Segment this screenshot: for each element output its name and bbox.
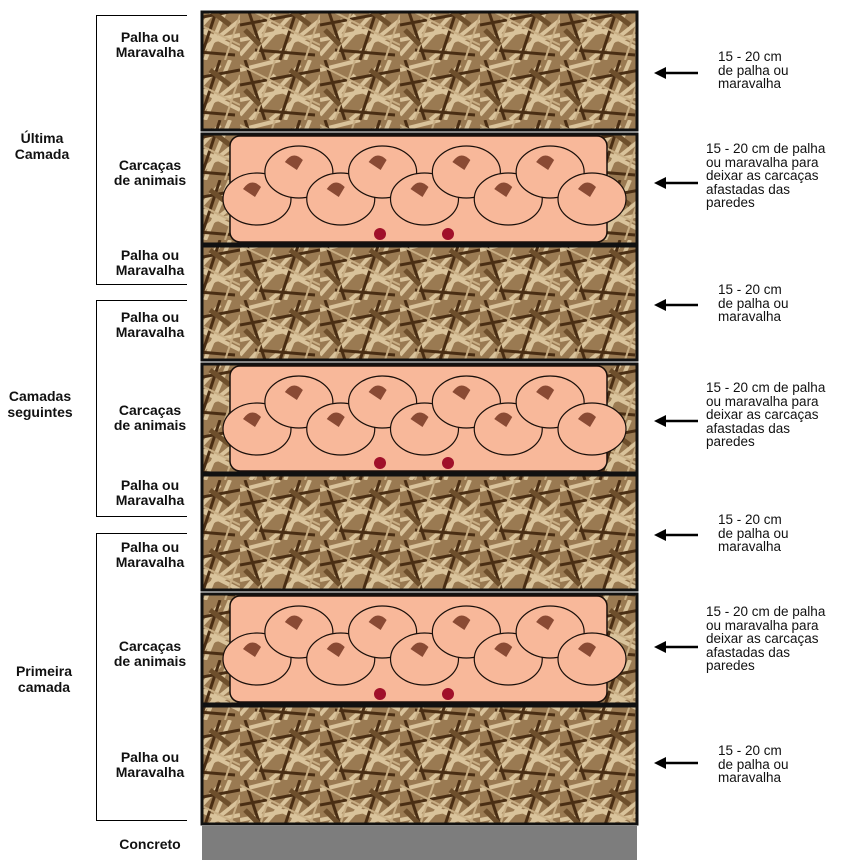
arrow-left-icon bbox=[654, 66, 700, 80]
note-straw-2: 15 - 20 cm de palha ou maravalha bbox=[718, 283, 789, 324]
straw-layer bbox=[202, 12, 637, 130]
note-carcass-1: 15 - 20 cm de palha ou maravalha para de… bbox=[706, 142, 825, 210]
note-straw-1: 15 - 20 cm de palha ou maravalha bbox=[718, 50, 789, 91]
straw-layer bbox=[202, 706, 637, 824]
note-straw-4: 15 - 20 cm de palha ou maravalha bbox=[718, 744, 789, 785]
note-carcass-3: 15 - 20 cm de palha ou maravalha para de… bbox=[706, 605, 825, 673]
bracket-next-layers bbox=[96, 300, 187, 517]
straw-layer bbox=[202, 246, 637, 360]
group-label-next: Camadas seguintes bbox=[0, 388, 80, 420]
arrow-left-icon bbox=[654, 528, 700, 542]
bracket-first-layer bbox=[96, 533, 187, 821]
arrow-left-icon bbox=[654, 756, 700, 770]
note-carcass-2: 15 - 20 cm de palha ou maravalha para de… bbox=[706, 381, 825, 449]
carcass-layer bbox=[202, 364, 637, 473]
group-label-first: Primeira camada bbox=[4, 663, 84, 695]
group-label-last: Última Camada bbox=[2, 130, 82, 162]
bracket-last-layer bbox=[96, 15, 187, 285]
straw-layer bbox=[202, 475, 637, 590]
layer-stack bbox=[202, 12, 637, 824]
concrete-label: Concreto bbox=[100, 837, 200, 852]
arrow-left-icon bbox=[654, 176, 700, 190]
concrete-base bbox=[202, 826, 637, 860]
arrow-left-icon bbox=[654, 414, 700, 428]
carcass-layer bbox=[202, 594, 637, 704]
arrow-left-icon bbox=[654, 298, 700, 312]
carcass-layer bbox=[202, 134, 637, 244]
note-straw-3: 15 - 20 cm de palha ou maravalha bbox=[718, 513, 789, 554]
arrow-left-icon bbox=[654, 640, 700, 654]
